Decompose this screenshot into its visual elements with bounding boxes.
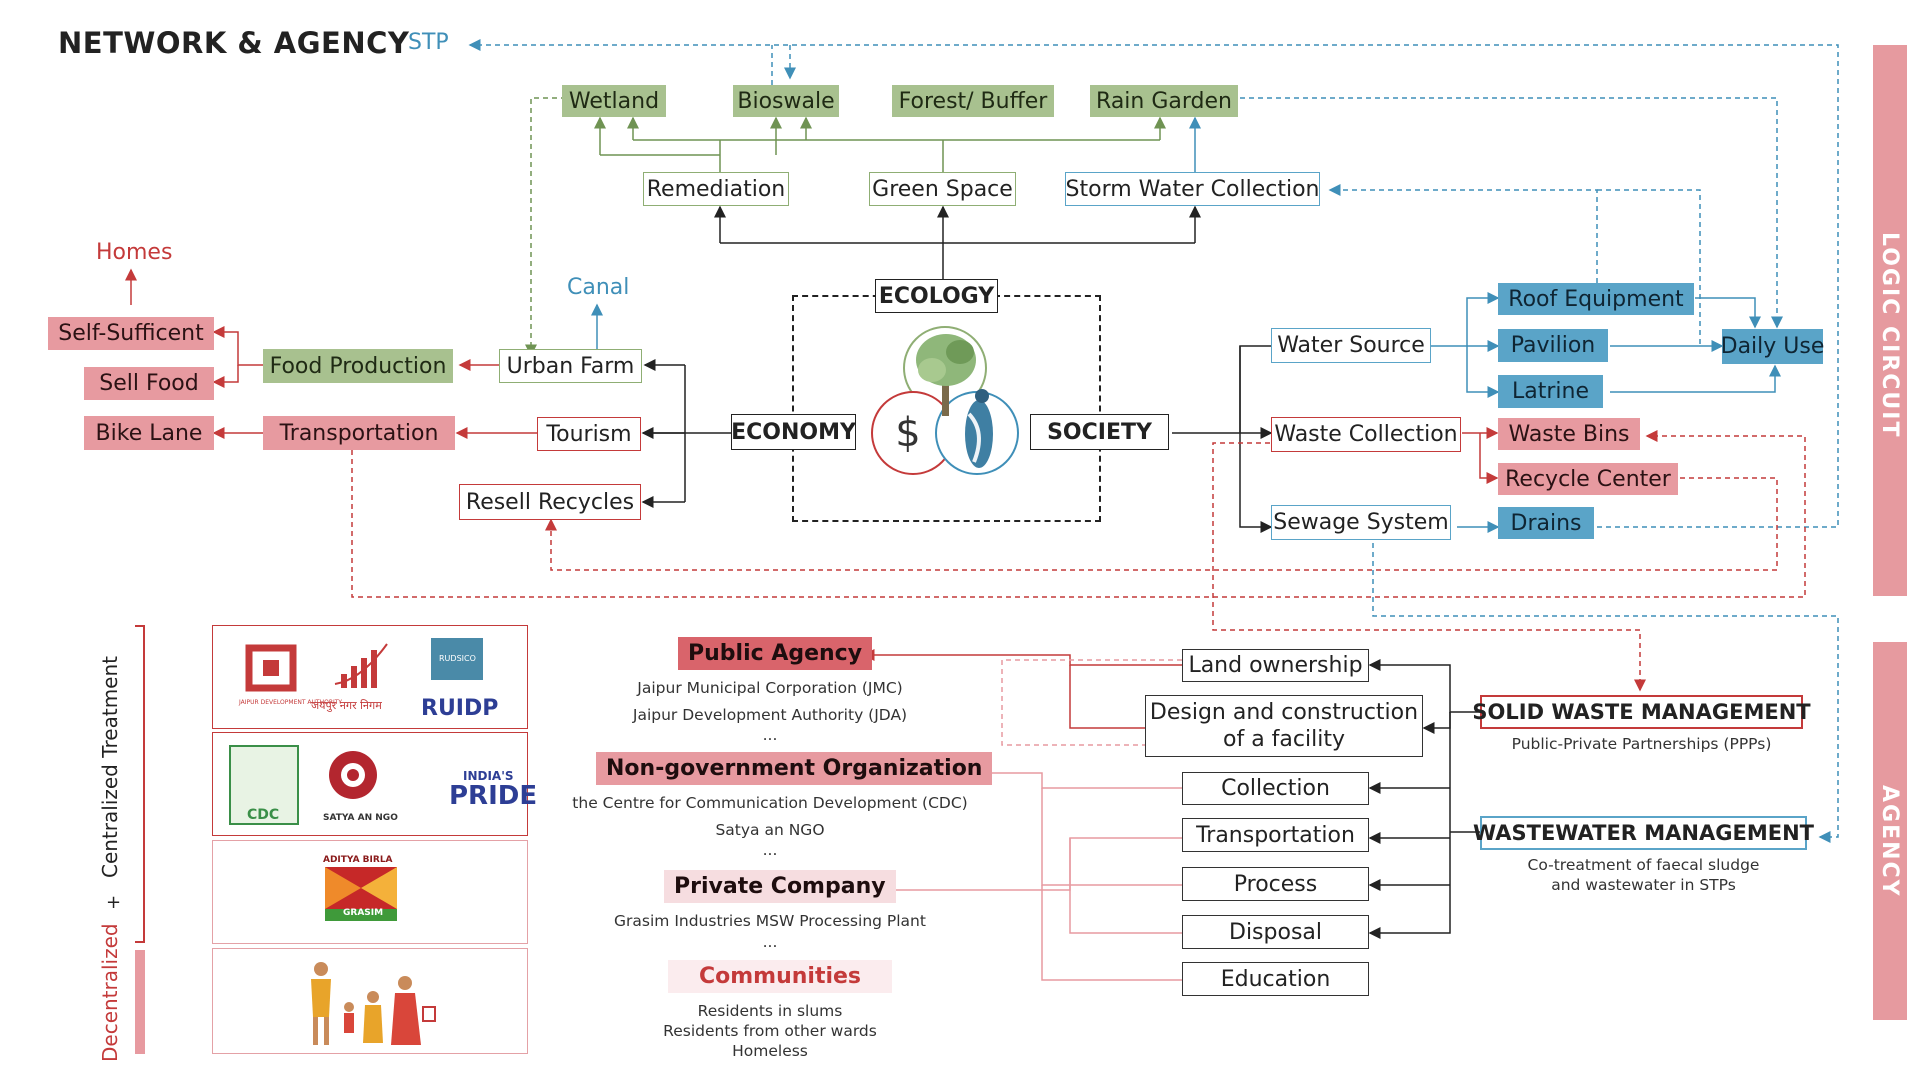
public-agency-heading[interactable]: Public Agency [678, 637, 873, 670]
pavilion-node[interactable]: Pavilion [1498, 329, 1608, 362]
ngo-heading[interactable]: Non-government Organization [596, 752, 993, 785]
ngo-logos: CDC SATYA AN NGO INDIA'S PRIDE [212, 732, 537, 836]
wastewater-subtitle-2: and wastewater in STPs [1551, 876, 1736, 894]
communities-line-1: Residents in slums [697, 1002, 843, 1020]
centralized-bracket [135, 625, 145, 943]
water-source-node[interactable]: Water Source [1271, 328, 1431, 363]
canal-label: Canal [567, 275, 630, 300]
resell-recycles-node[interactable]: Resell Recycles [459, 484, 641, 520]
grasim-caption: GRASIM [343, 908, 384, 918]
centralized-label: Centralized Treatment [98, 655, 122, 878]
private-company-logos: ADITYA BIRLA GRASIM [212, 840, 528, 944]
aditya-birla-caption: ADITYA BIRLA [323, 855, 393, 865]
cdc-logo [229, 745, 299, 825]
grasim-logo [325, 867, 397, 921]
public-agency-line-2: Jaipur Development Authority (JDA) [632, 706, 908, 724]
ngo-line-2: Satya an NGO [715, 821, 825, 839]
latrine-node[interactable]: Latrine [1498, 375, 1603, 408]
bioswale-node[interactable]: Bioswale [733, 85, 839, 117]
jda-logo [245, 644, 297, 692]
remediation-node[interactable]: Remediation [643, 172, 789, 206]
sewage-system-node[interactable]: Sewage System [1271, 505, 1451, 540]
food-production-node[interactable]: Food Production [263, 349, 453, 383]
drains-node[interactable]: Drains [1498, 507, 1594, 539]
role-transportation[interactable]: Transportation [1182, 818, 1369, 852]
role-design-construction[interactable]: Design and construction of a facility [1145, 695, 1423, 757]
tourism-node[interactable]: Tourism [537, 417, 641, 451]
rain-garden-node[interactable]: Rain Garden [1090, 85, 1238, 117]
bike-lane-node[interactable]: Bike Lane [84, 416, 214, 450]
svg-text:$: $ [895, 410, 920, 456]
logic-circuit-label: LOGIC CIRCUIT [1877, 232, 1902, 439]
logic-circuit-band [1873, 45, 1907, 596]
private-company-heading[interactable]: Private Company [664, 870, 896, 903]
decentralized-bar [135, 950, 145, 1054]
india-pride-logo: PRIDE [449, 781, 538, 811]
ruidp-logo: RUIDP [421, 696, 499, 721]
venn-illustration: $ [871, 326, 1019, 475]
urban-farm-node[interactable]: Urban Farm [499, 349, 642, 383]
agency-band-label: AGENCY [1877, 785, 1902, 898]
homes-label: Homes [96, 240, 173, 265]
role-collection[interactable]: Collection [1182, 772, 1369, 805]
public-agency-logos: JAIPUR DEVELOPMENT AUTHORITY जयपुर नगर न… [212, 625, 528, 729]
rudsico-caption: RUDSICO [439, 654, 476, 663]
daily-use-node[interactable]: Daily Use [1721, 329, 1824, 364]
satya-caption: SATYA AN NGO [323, 813, 398, 823]
ecology-core[interactable]: ECOLOGY [875, 279, 998, 313]
wastewater-management[interactable]: WASTEWATER MANAGEMENT [1473, 816, 1814, 850]
wastewater-subtitle-1: Co-treatment of faecal sludge [1527, 856, 1760, 874]
public-agency-line-1: Jaipur Municipal Corporation (JMC) [637, 679, 903, 697]
sell-food-node[interactable]: Sell Food [84, 367, 214, 400]
storm-water-node[interactable]: Storm Water Collection [1065, 172, 1320, 206]
self-sufficient-node[interactable]: Self-Sufficent [48, 317, 214, 350]
ngo-line-1: the Centre for Communication Development… [572, 794, 968, 812]
role-education[interactable]: Education [1182, 962, 1369, 996]
rudsico-logo [431, 638, 483, 680]
public-agency-ellipsis: ... [762, 726, 778, 744]
decentralized-label: Decentralized [98, 923, 122, 1062]
forest-buffer-node[interactable]: Forest/ Buffer [892, 85, 1054, 117]
satya-logo [329, 751, 377, 799]
economy-core[interactable]: ECONOMY [731, 414, 856, 450]
plus-label: + [106, 892, 122, 913]
communities-illustration [212, 948, 528, 1054]
jmc-logo [334, 643, 388, 688]
agency-band [1873, 642, 1907, 1020]
stp-label: STP [408, 30, 449, 55]
roof-equipment-node[interactable]: Roof Equipment [1498, 283, 1694, 315]
jmc-caption: जयपुर नगर निगम [311, 699, 382, 712]
solid-waste-subtitle: Public-Private Partnerships (PPPs) [1511, 735, 1772, 753]
ngo-ellipsis: ... [762, 841, 778, 859]
communities-line-2: Residents from other wards [663, 1022, 877, 1040]
waste-collection-node[interactable]: Waste Collection [1271, 417, 1461, 452]
india-pride-top: INDIA'S [463, 769, 514, 783]
recycle-center-node[interactable]: Recycle Center [1498, 463, 1678, 495]
role-disposal[interactable]: Disposal [1182, 915, 1369, 949]
green-space-node[interactable]: Green Space [869, 172, 1016, 206]
community-figures [311, 962, 436, 1045]
cdc-caption: CDC [247, 807, 280, 823]
communities-line-3: Homeless [732, 1042, 808, 1060]
waste-bins-node[interactable]: Waste Bins [1498, 418, 1640, 450]
private-company-line-1: Grasim Industries MSW Processing Plant [614, 912, 926, 930]
communities-heading[interactable]: Communities [668, 960, 892, 993]
transportation-node[interactable]: Transportation [263, 416, 455, 450]
role-process[interactable]: Process [1182, 867, 1369, 901]
jda-caption: JAIPUR DEVELOPMENT AUTHORITY [239, 699, 343, 706]
role-land-ownership[interactable]: Land ownership [1182, 649, 1369, 682]
solid-waste-management[interactable]: SOLID WASTE MANAGEMENT [1472, 695, 1811, 729]
private-company-ellipsis: ... [762, 933, 778, 951]
page-title: NETWORK & AGENCY [58, 26, 410, 60]
wetland-node[interactable]: Wetland [562, 85, 666, 117]
society-core[interactable]: SOCIETY [1030, 414, 1169, 450]
